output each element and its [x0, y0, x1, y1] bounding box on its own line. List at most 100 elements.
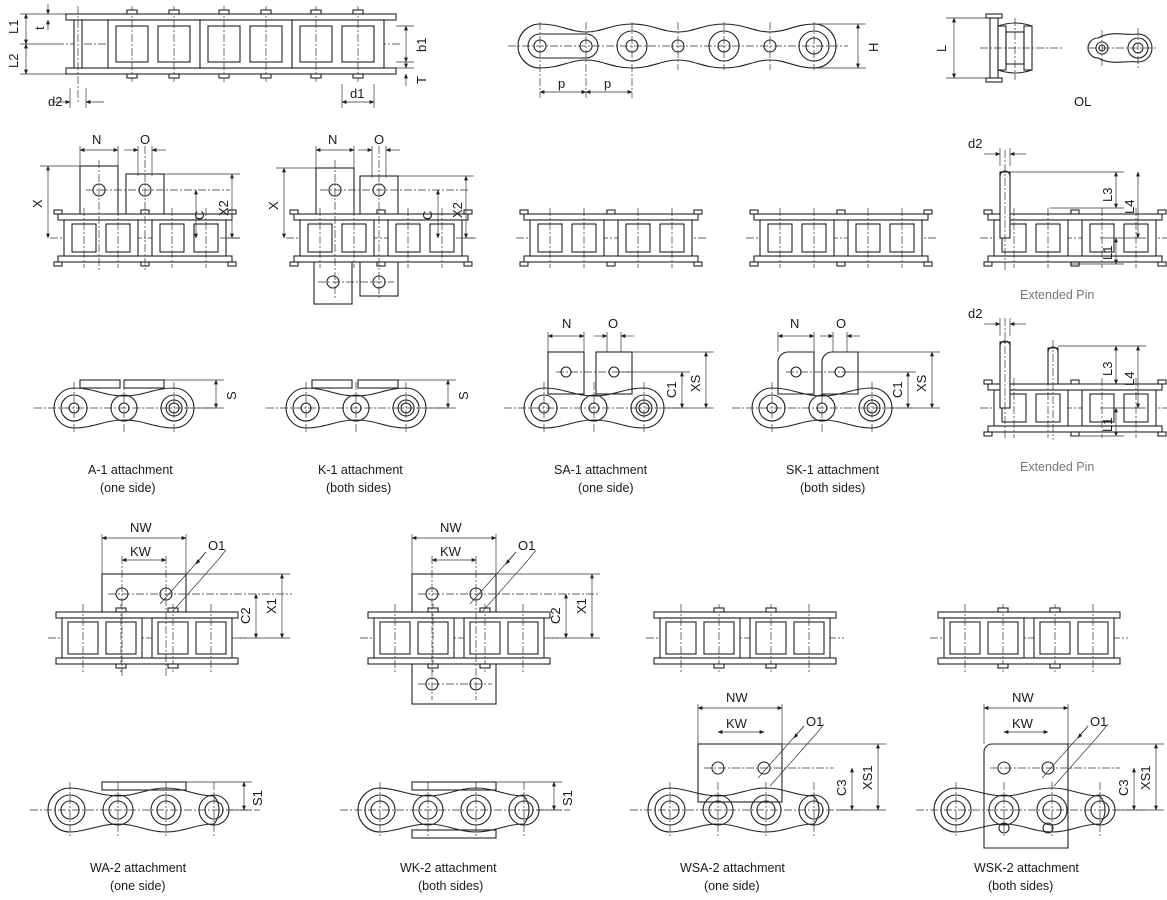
a1-dim-x2: X2: [216, 200, 231, 216]
ext-pin-caption-2: Extended Pin: [1020, 460, 1094, 474]
offset-link-drawing: [946, 13, 1158, 83]
wa2-dim-c2: C2: [238, 607, 253, 624]
extended-pin-view-2: [979, 318, 1167, 440]
wk2-dim-c2: C2: [548, 607, 563, 624]
ext2-dim-d2: d2: [968, 306, 982, 321]
k1-top-view: [276, 146, 477, 305]
wa2-dim-o1: O1: [208, 538, 225, 553]
sk1-dim-n: N: [790, 316, 799, 331]
chain-top-view-main: [20, 4, 414, 108]
k1-caption-side: (both sides): [326, 481, 391, 495]
sa1-dim-xs: XS: [688, 374, 703, 392]
k1-dim-x: X: [266, 201, 281, 210]
dim-b1: b1: [414, 38, 429, 52]
k1-dim-n: N: [328, 132, 337, 147]
extended-pin-view-1: [979, 148, 1167, 270]
k1-dim-s: S: [456, 391, 471, 400]
k1-caption: K-1 attachment: [318, 463, 403, 477]
a1-caption-side: (one side): [100, 481, 156, 495]
wsk2-caption: WSK-2 attachment: [974, 861, 1079, 875]
sk1-top-view: [745, 207, 937, 269]
sk1-caption-side: (both sides): [800, 481, 865, 495]
sa1-dim-n: N: [562, 316, 571, 331]
sa1-side-view: [503, 332, 714, 435]
wsk2-dim-o1: O1: [1090, 714, 1107, 729]
dim-t-large: T: [414, 76, 429, 84]
wsk2-dim-kw: KW: [1012, 716, 1034, 731]
wsa2-side-view: [629, 704, 886, 839]
wk2-caption: WK-2 attachment: [400, 861, 497, 875]
a1-caption: A-1 attachment: [88, 463, 173, 477]
wsk2-dim-c3: C3: [1116, 779, 1131, 796]
ext1-dim-l1: L1: [1100, 246, 1115, 260]
a1-side-view: [33, 379, 224, 435]
sk1-caption: SK-1 attachment: [786, 463, 880, 477]
wsa2-caption: WSA-2 attachment: [680, 861, 785, 875]
a1-dim-s: S: [224, 391, 239, 400]
sk1-side-view: [731, 332, 940, 435]
wsa2-dim-c3: C3: [834, 779, 849, 796]
wsa2-dim-nw: NW: [726, 690, 748, 705]
sk1-dim-o: O: [836, 316, 846, 331]
dim-p-2: p: [604, 76, 611, 91]
wsa2-top-view: [645, 603, 845, 673]
sa1-dim-c1: C1: [664, 381, 679, 398]
wk2-dim-kw: KW: [440, 544, 462, 559]
wsk2-caption-side: (both sides): [988, 879, 1053, 893]
dim-t-small: t: [32, 26, 47, 30]
wa2-top-view: [47, 534, 292, 676]
wsk2-top-view: [929, 603, 1129, 673]
dim-l: L: [934, 45, 949, 52]
k1-dim-c: C: [420, 211, 435, 220]
a1-dim-n: N: [92, 132, 101, 147]
a1-dim-c: C: [192, 211, 207, 220]
ext1-dim-d2: d2: [968, 136, 982, 151]
wk2-dim-s1: S1: [560, 790, 575, 806]
k1-dim-o: O: [374, 132, 384, 147]
wa2-dim-s1: S1: [250, 790, 265, 806]
sa1-dim-o: O: [608, 316, 618, 331]
wsk2-dim-xs1: XS1: [1138, 765, 1153, 790]
wk2-side-view: [339, 781, 571, 839]
wk2-dim-o1: O1: [518, 538, 535, 553]
chain-side-view-pitch: [508, 22, 866, 98]
ext2-dim-l1: L1: [1100, 418, 1115, 432]
sa1-caption: SA-1 attachment: [554, 463, 648, 477]
wk2-dim-x1: X1: [574, 598, 589, 614]
sa1-caption-side: (one side): [578, 481, 634, 495]
ext2-dim-l4: L4: [1122, 372, 1137, 386]
wsa2-dim-xs1: XS1: [860, 765, 875, 790]
wsk2-side-view: [915, 704, 1164, 849]
ext1-dim-l4: L4: [1122, 200, 1137, 214]
ext-pin-caption-1: Extended Pin: [1020, 288, 1094, 302]
dim-l1: L1: [6, 20, 21, 34]
wa2-side-view: [29, 781, 261, 839]
wsa2-dim-o1: O1: [806, 714, 823, 729]
wa2-caption-side: (one side): [110, 879, 166, 893]
a1-top-view: [40, 146, 241, 270]
label-ol: OL: [1074, 94, 1091, 109]
wk2-dim-nw: NW: [440, 520, 462, 535]
ext1-dim-l3: L3: [1100, 188, 1115, 202]
wa2-dim-x1: X1: [264, 598, 279, 614]
wk2-caption-side: (both sides): [418, 879, 483, 893]
wa2-dim-kw: KW: [130, 544, 152, 559]
k1-side-view: [265, 379, 456, 435]
wa2-dim-nw: NW: [130, 520, 152, 535]
dim-p-1: p: [558, 76, 565, 91]
wsa2-caption-side: (one side): [704, 879, 760, 893]
a1-dim-o: O: [140, 132, 150, 147]
dim-h: H: [866, 43, 881, 52]
wa2-caption: WA-2 attachment: [90, 861, 187, 875]
wk2-top-view: [359, 534, 600, 705]
ext2-dim-l3: L3: [1100, 362, 1115, 376]
sk1-dim-xs: XS: [914, 374, 929, 392]
dim-d1: d1: [350, 86, 364, 101]
sa1-top-view: [515, 207, 707, 269]
dim-d2-main: d2: [48, 94, 62, 109]
wsa2-dim-kw: KW: [726, 716, 748, 731]
a1-dim-x: X: [30, 199, 45, 208]
wsk2-dim-nw: NW: [1012, 690, 1034, 705]
